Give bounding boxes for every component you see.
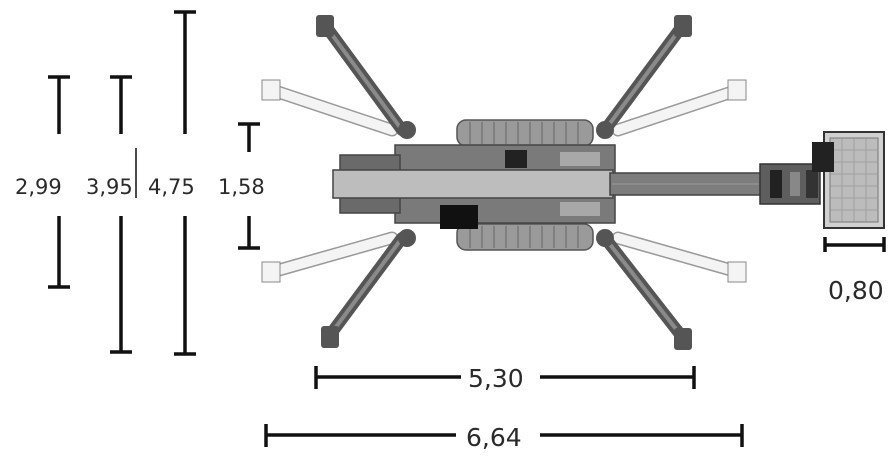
boom xyxy=(609,163,821,205)
outrigger-ghost-back-left xyxy=(261,231,399,283)
basket xyxy=(812,131,885,229)
track-bottom xyxy=(456,223,594,251)
label-4-75: 4,75 xyxy=(148,175,195,199)
dim-bar-3-95 xyxy=(110,75,132,354)
label-2-99: 2,99 xyxy=(15,175,62,199)
label-1-58: 1,58 xyxy=(218,175,265,199)
dim-bar-4-75 xyxy=(174,10,196,356)
outrigger-back-right xyxy=(599,232,692,350)
dim-bar-1-58 xyxy=(238,122,260,250)
dim-bar-0-80 xyxy=(823,237,886,252)
dim-bar-2-99 xyxy=(48,75,70,289)
dim-bar-5-30 xyxy=(314,366,696,389)
label-5-30: 5,30 xyxy=(468,364,524,393)
outrigger-ghost-front-right xyxy=(611,79,747,137)
outrigger-front-left xyxy=(316,15,408,136)
label-0-80: 0,80 xyxy=(828,276,884,305)
chassis xyxy=(332,121,616,247)
label-6-64: 6,64 xyxy=(466,423,522,452)
outrigger-front-right xyxy=(599,15,692,136)
track-top xyxy=(456,119,594,147)
outrigger-back-left xyxy=(321,232,408,348)
machine-top-view xyxy=(261,15,885,350)
label-3-95: 3,95 xyxy=(86,175,133,199)
outrigger-ghost-back-right xyxy=(611,231,747,283)
dim-bar-6-64 xyxy=(264,424,744,447)
outrigger-ghost-front-left xyxy=(261,79,399,137)
